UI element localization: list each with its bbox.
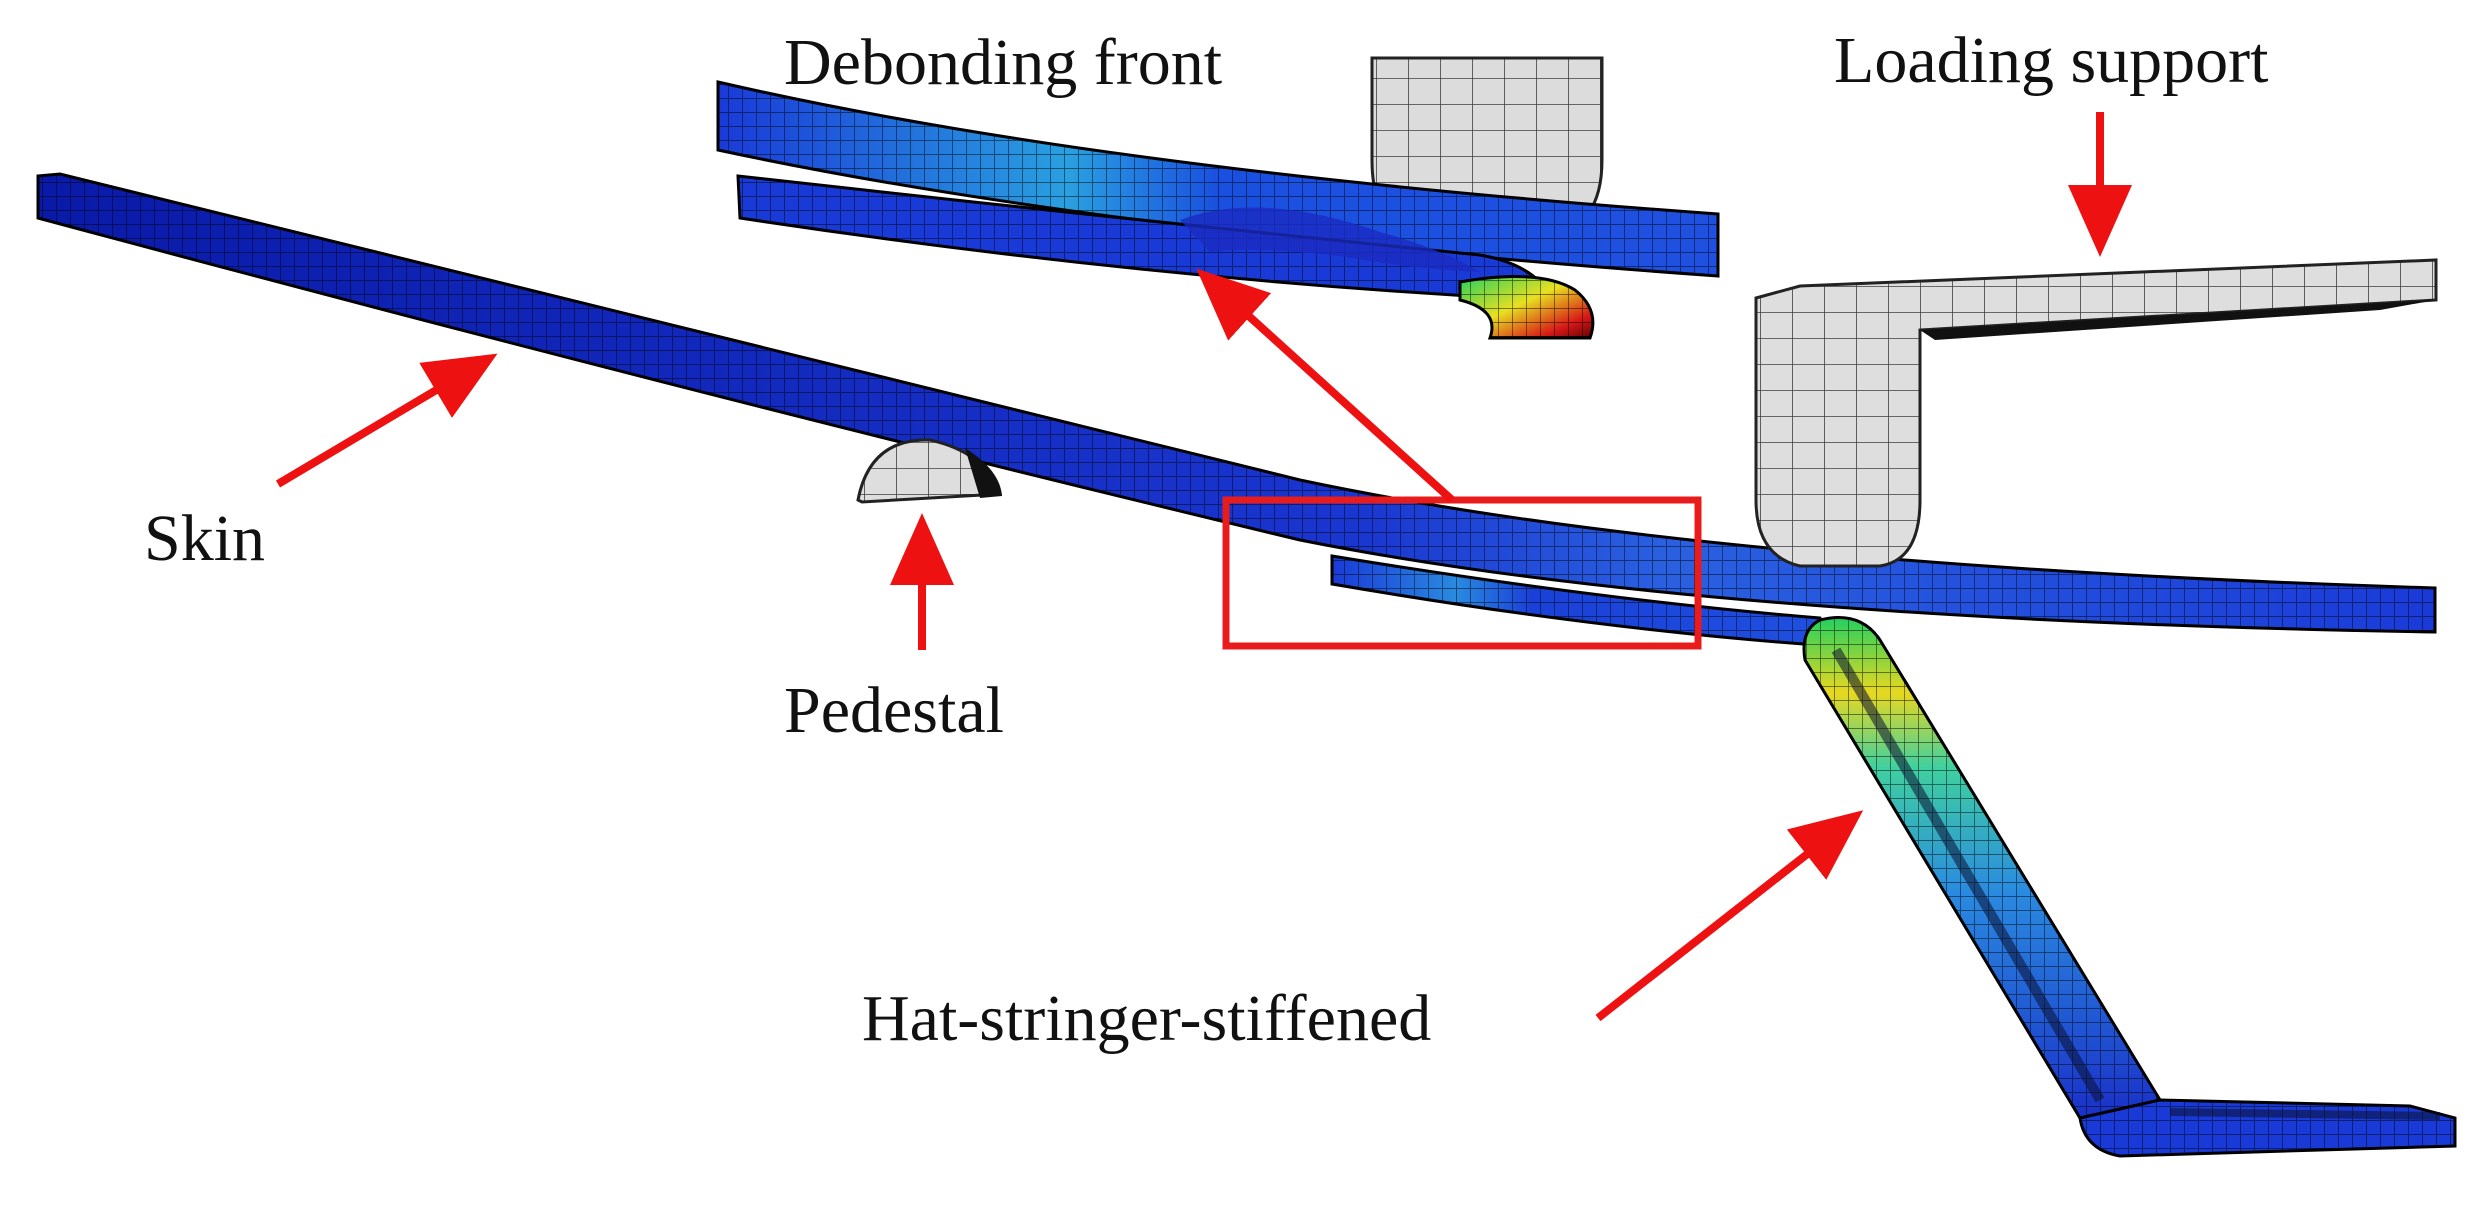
label-loading-support: Loading support [1834,24,2268,97]
label-skin: Skin [144,502,265,575]
inset-skin-upper [716,80,1720,278]
arrow-debonding-front [1196,268,1455,503]
inset-detail [716,56,1720,340]
annotation-arrows [275,112,2132,1022]
inset-corner [1458,275,1595,340]
skin-panel [36,172,2437,634]
label-hat-stringer: Hat-stringer-stiffened [862,982,1431,1055]
label-debonding-front: Debonding front [784,26,1222,99]
loading-support [1754,258,2438,568]
arrow-hat-stringer [1595,810,1864,1022]
label-pedestal: Pedestal [784,674,1004,747]
pedestal [856,438,1003,504]
arrow-skin [275,353,498,488]
hat-stringer [1330,554,2457,1158]
debonding-region-box [1222,496,1702,650]
inset-flange-lower [736,174,1542,302]
